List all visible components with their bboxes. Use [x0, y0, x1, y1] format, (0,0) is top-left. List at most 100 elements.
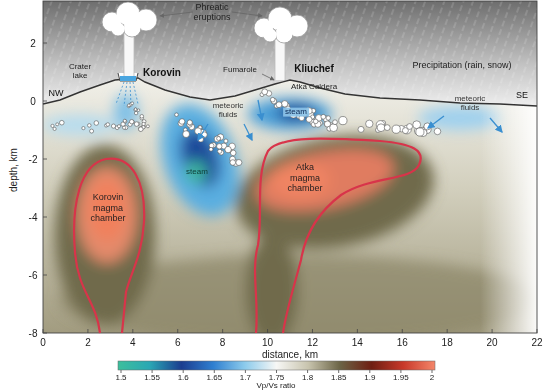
tick [152, 370, 153, 373]
earthquake-dot [130, 120, 134, 124]
earthquake-dot [131, 102, 134, 105]
earthquake-dot [117, 125, 120, 128]
earthquake-dot [333, 120, 338, 125]
tick [492, 329, 493, 333]
tick [369, 370, 370, 373]
earthquake-dot [138, 127, 142, 131]
chamber-label: Atka magma chamber [280, 162, 330, 193]
tick [432, 370, 433, 373]
earthquake-dot [236, 160, 242, 166]
volcano-name: Korovin [143, 67, 181, 78]
colorbar-tick: 1.9 [364, 374, 375, 383]
tick-label: 20 [487, 337, 498, 348]
vpvs-field [42, 70, 540, 345]
earthquake-dot [230, 160, 236, 166]
earthquake-dot [313, 119, 318, 124]
plot-frame [43, 1, 537, 333]
fluid-label: meteoric fluids [448, 95, 492, 113]
colorbar [118, 361, 435, 370]
weather-label: Precipitation (rain, snow) [412, 61, 511, 71]
earthquake-dot [209, 147, 213, 151]
direction-label: NW [49, 89, 64, 99]
colorbar-tick: 2 [430, 374, 434, 383]
chamber-outline [248, 132, 428, 242]
tick [245, 370, 246, 373]
magma-chamber: Korovin magma chamber [68, 150, 152, 280]
tick-label: 18 [442, 337, 453, 348]
earthquake-dot [271, 98, 277, 104]
axis-title: distance, km [262, 349, 318, 360]
tick [43, 329, 44, 333]
earthquake-dot [262, 89, 268, 95]
tick [132, 329, 133, 333]
fluid-arrows [198, 100, 502, 140]
tick [338, 370, 339, 373]
earthquake-dot [139, 127, 144, 132]
tick [307, 370, 308, 373]
tick-label: 12 [307, 337, 318, 348]
tick [536, 329, 537, 333]
crater-lake [116, 73, 138, 106]
colorbar-tick: 1.95 [393, 374, 409, 383]
tick [43, 333, 47, 334]
earthquake-dot [56, 123, 59, 126]
earthquake-dot [111, 124, 115, 128]
earthquake-dot [175, 113, 179, 117]
earthquake-dot [94, 121, 99, 126]
colorbar-tick: 1.55 [144, 374, 160, 383]
tick [87, 329, 88, 333]
earthquake-dot [51, 124, 54, 127]
earthquake-dot [88, 124, 92, 128]
tick-label: -8 [29, 328, 38, 339]
earthquake-dot [413, 121, 421, 129]
earthquake-dot [407, 124, 413, 130]
colorbar-tick: 1.85 [331, 374, 347, 383]
earthquake-dot [217, 144, 222, 149]
tick-label: -4 [29, 212, 38, 223]
earthquake-dot [179, 119, 185, 125]
earthquake-dot [416, 128, 424, 136]
colorbar-tick: 1.5 [115, 374, 126, 383]
earthquake-dot [124, 120, 127, 123]
tick [402, 329, 403, 333]
earthquake-dot [358, 126, 364, 132]
tick-label: 6 [175, 337, 181, 348]
callout-label: Phreatic eruptions [186, 3, 238, 23]
earthquake-dot [218, 149, 222, 153]
tick [447, 329, 448, 333]
earthquake-dot [140, 115, 144, 119]
tick-label: 16 [397, 337, 408, 348]
plume-fill [103, 3, 307, 42]
tick-label: 2 [30, 38, 36, 49]
tick [312, 329, 313, 333]
earthquake-dot [384, 125, 390, 131]
earthquake-dot [214, 136, 220, 142]
earthquake-dot [82, 127, 85, 130]
earthquake-dot [339, 117, 347, 125]
earthquake-dot [134, 111, 137, 114]
earthquake-dot [224, 139, 228, 143]
tick [400, 370, 401, 373]
earthquake-dot [276, 102, 282, 108]
tick [121, 370, 122, 373]
earthquake-dot [366, 120, 373, 127]
tick [43, 275, 47, 276]
earthquake-dot [270, 97, 275, 102]
tick-label: 8 [220, 337, 226, 348]
earthquake-dot [134, 108, 137, 111]
earthquake-dot [142, 122, 145, 125]
earthquake-dot [306, 117, 312, 123]
chamber-label: Korovin magma chamber [84, 192, 132, 223]
tick-label: -2 [29, 154, 38, 165]
tick [183, 370, 184, 373]
tick [43, 101, 47, 102]
earthquake-dot [217, 134, 223, 140]
steam-label: steam [186, 168, 208, 177]
tick-label: 2 [85, 337, 91, 348]
colorbar-tick: 1.7 [240, 374, 251, 383]
direction-label: SE [516, 91, 528, 101]
tick-label: 0 [30, 96, 36, 107]
tick [276, 370, 277, 373]
earthquake-dot [187, 120, 192, 125]
earthquake-dot [321, 114, 326, 119]
